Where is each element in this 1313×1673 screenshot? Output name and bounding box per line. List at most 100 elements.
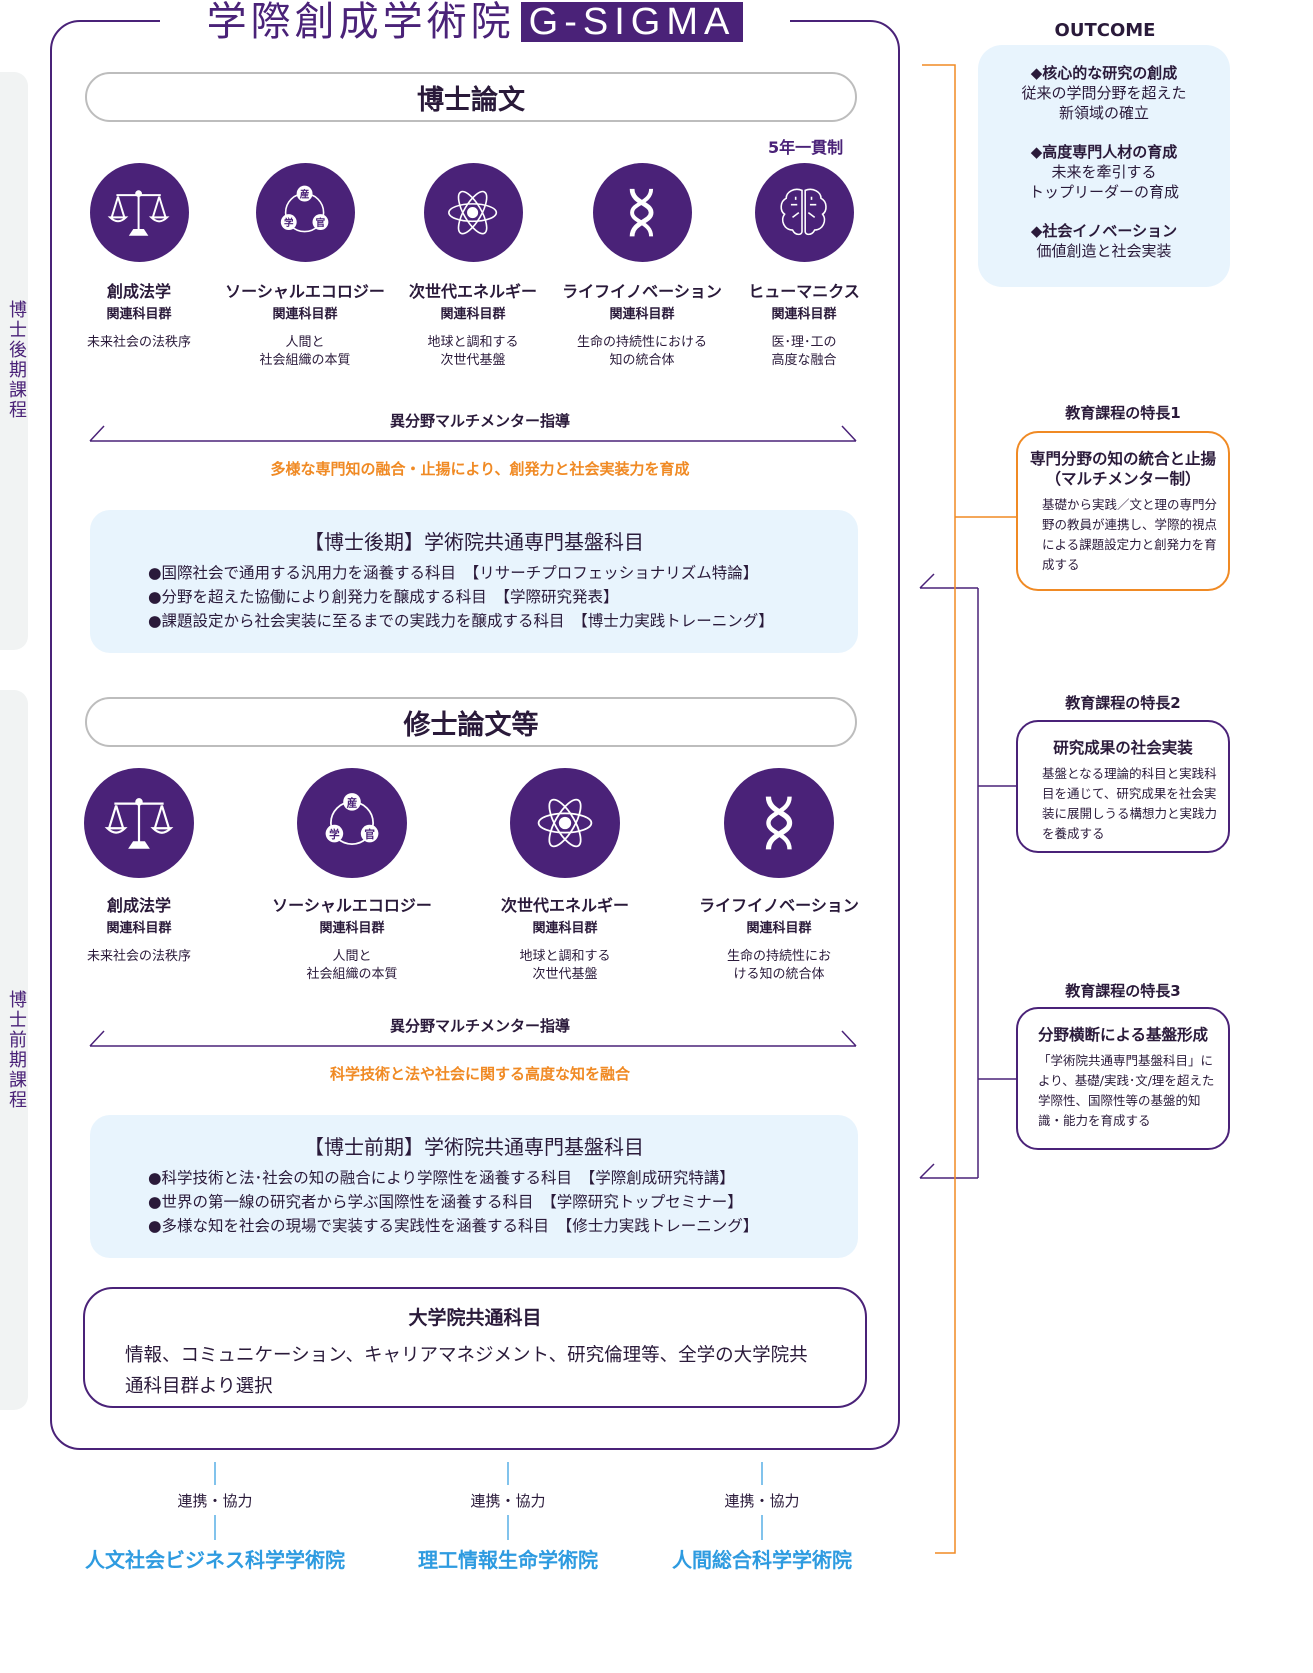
feature-desc: 「学術院共通専門基盤科目」により、基礎/実践･文/理を超えた学際性、国際性等の基… xyxy=(1038,1053,1215,1128)
mentor-bracket-doctoral xyxy=(89,425,857,442)
outcome-desc: 価値創造と社会実装 xyxy=(1036,242,1172,260)
outcome-desc: 従来の学問分野を超えた 新領域の確立 xyxy=(1021,84,1187,122)
feature-title: 研究成果の社会実装 xyxy=(1053,739,1193,757)
field-sub: 関連科目群 xyxy=(272,307,338,322)
field-title: 次世代エネルギー xyxy=(408,282,537,301)
box-title: 【博士後期】学術院共通専門基盤科目 xyxy=(304,530,644,554)
field-label: ソーシャルエコロジー関連科目群人間と 社会組織の本質 xyxy=(220,278,390,370)
orange-bracket xyxy=(922,64,1016,1554)
outcome-title: ◆社会イノベーション xyxy=(1030,222,1178,240)
feature-desc: 基盤となる理論的科目と実践科目を通じて、研究成果を社会実装に展開しうる構想力と実… xyxy=(1042,766,1218,841)
masters-sidebar xyxy=(0,690,28,1410)
field-label: ソーシャルエコロジー関連科目群人間と 社会組織の本質 xyxy=(267,892,437,984)
outcome-title: ◆高度専門人材の育成 xyxy=(1030,143,1178,161)
field-title: ヒューマニクス xyxy=(748,282,860,301)
doctoral-thesis-pill: 博士論文 xyxy=(85,72,857,122)
goal-text: 多様な専門知の融合・止揚により、創発力と社会実装力を育成 xyxy=(270,460,690,478)
feature-desc: 基礎から実践／文と理の専門分野の教員が連携し、学際的視点による課題設定力と創発力… xyxy=(1042,497,1218,572)
field-title: ソーシャルエコロジー xyxy=(225,282,385,301)
svg-text:官: 官 xyxy=(364,828,375,841)
title-en-logo: G-SIGMA xyxy=(520,2,744,42)
svg-text:産: 産 xyxy=(300,188,310,200)
field-sub: 関連科目群 xyxy=(609,307,675,322)
outcome-heading: OUTCOME xyxy=(1054,20,1156,41)
field-desc: 医･理･工の 高度な融合 xyxy=(771,335,837,368)
svg-text:産: 産 xyxy=(347,796,358,809)
field-label: 次世代エネルギー関連科目群地球と調和する 次世代基盤 xyxy=(388,278,558,370)
list-item: ●国際社会で通用する汎用力を涵養する科目 【リサーチプロフェッショナリズム特論】 xyxy=(148,564,759,582)
field-desc: 未来社会の法秩序 xyxy=(86,335,191,350)
field-desc: 地球と調和する 次世代基盤 xyxy=(519,949,611,982)
dna-icon xyxy=(592,163,692,262)
field-desc: 生命の持続性における 知の統合体 xyxy=(576,335,707,368)
collab-label: 連携・協力 xyxy=(724,1492,800,1510)
field-desc: 人間と 社会組織の本質 xyxy=(306,949,398,982)
list-item: ●多様な知を社会の現場で実装する実践性を涵養する科目 【修士力実践トレーニング】 xyxy=(148,1217,759,1235)
atom-icon xyxy=(510,768,620,878)
outcome-title: ◆核心的な研究の創成 xyxy=(1030,64,1178,82)
outcome-desc: 未来を牽引する トップリーダーの育成 xyxy=(1028,163,1179,201)
collab-label: 連携・協力 xyxy=(177,1492,253,1510)
field-sub: 関連科目群 xyxy=(746,921,812,936)
field-title: ライフイノベーション xyxy=(699,896,859,915)
feature-3-box: 分野横断による基盤形成 「学術院共通専門基盤科目」により、基礎/実践･文/理を超… xyxy=(1016,1007,1230,1150)
feature-title: 専門分野の知の統合と止揚 （マルチメンター制） xyxy=(1029,450,1216,488)
doctoral-sidebar xyxy=(0,72,28,650)
field-label: ライフイノベーション関連科目群生命の持続性における 知の統合体 xyxy=(557,278,727,370)
mentor-label: 異分野マルチメンター指導 xyxy=(389,1017,570,1035)
feature-2-label: 教育課程の特長2 xyxy=(1065,694,1181,712)
mentor-bracket-masters xyxy=(89,1030,857,1047)
field-sub: 関連科目群 xyxy=(106,307,172,322)
goal-text: 科学技術と法や社会に関する高度な知を融合 xyxy=(329,1065,630,1083)
field-label: 創成法学関連科目群未来社会の法秩序 xyxy=(54,278,224,352)
page-title: 学際創成学術院 G-SIGMA xyxy=(160,0,790,44)
masters-thesis-pill: 修士論文等 xyxy=(85,697,857,747)
field-sub: 関連科目群 xyxy=(106,921,172,936)
five-year-label: 5年一貫制 xyxy=(768,138,844,157)
field-label: ライフイノベーション関連科目群生命の持続性にお ける知の統合体 xyxy=(694,892,864,984)
field-sub: 関連科目群 xyxy=(771,307,837,322)
feature-3-label: 教育課程の特長3 xyxy=(1065,982,1181,1000)
list-item: ●科学技術と法･社会の知の融合により学際性を涵養する科目 【学際創成研究特講】 xyxy=(148,1169,735,1187)
field-desc: 人間と 社会組織の本質 xyxy=(259,335,351,368)
dna-icon xyxy=(724,768,834,878)
doctoral-label: 博士後期課程 xyxy=(6,300,27,420)
collab-label: 連携・協力 xyxy=(470,1492,546,1510)
field-label: ヒューマニクス関連科目群医･理･工の 高度な融合 xyxy=(719,278,889,370)
feature-1-label: 教育課程の特長1 xyxy=(1065,404,1181,422)
field-title: ライフイノベーション xyxy=(562,282,722,301)
feature-1-box: 専門分野の知の統合と止揚 （マルチメンター制） 基礎から実践／文と理の専門分野の… xyxy=(1016,431,1230,591)
list-item: ●分野を超えた協働により創発力を醸成する科目 【学際研究発表】 xyxy=(148,588,619,606)
field-sub: 関連科目群 xyxy=(440,307,506,322)
svg-text:官: 官 xyxy=(316,217,326,229)
school-human-sciences: 人間総合科学学術院 xyxy=(672,1548,852,1572)
title-jp: 学際創成学術院 xyxy=(206,0,515,45)
svg-text:学: 学 xyxy=(284,217,294,229)
collab-lines xyxy=(214,1462,763,1540)
field-sub: 関連科目群 xyxy=(319,921,385,936)
field-title: 創成法学 xyxy=(106,896,171,915)
scales-icon xyxy=(84,768,194,878)
feature-title: 分野横断による基盤形成 xyxy=(1037,1026,1209,1044)
grad-common-title: 大学院共通科目 xyxy=(408,1307,542,1329)
box-title: 【博士前期】学術院共通専門基盤科目 xyxy=(304,1135,644,1159)
brain-icon xyxy=(754,163,854,262)
field-sub: 関連科目群 xyxy=(532,921,598,936)
mentor-label: 異分野マルチメンター指導 xyxy=(389,412,570,430)
svg-text:学: 学 xyxy=(329,828,340,841)
masters-label: 博士前期課程 xyxy=(6,990,27,1110)
doctoral-common-box: 【博士後期】学術院共通専門基盤科目 ●国際社会で通用する汎用力を涵養する科目 【… xyxy=(90,510,858,653)
field-desc: 生命の持続性にお ける知の統合体 xyxy=(726,949,831,982)
atom-icon xyxy=(423,163,523,262)
outcome-box: ◆核心的な研究の創成 従来の学問分野を超えた 新領域の確立 ◆高度専門人材の育成… xyxy=(978,45,1230,287)
triangle-network-icon: 産学 官 xyxy=(255,163,355,262)
masters-common-box: 【博士前期】学術院共通専門基盤科目 ●科学技術と法･社会の知の融合により学際性を… xyxy=(90,1115,858,1258)
field-title: 創成法学 xyxy=(106,282,171,301)
field-label: 創成法学関連科目群未来社会の法秩序 xyxy=(54,892,224,966)
field-desc: 未来社会の法秩序 xyxy=(86,949,191,964)
feature-2-box: 研究成果の社会実装 基盤となる理論的科目と実践科目を通じて、研究成果を社会実装に… xyxy=(1016,720,1230,853)
field-title: ソーシャルエコロジー xyxy=(272,896,432,915)
purple-bracket xyxy=(919,573,1016,1179)
school-humanities: 人文社会ビジネス科学学術院 xyxy=(85,1548,345,1572)
grad-common-text: 情報、コミュニケーション、キャリアマネジメント、研究倫理等、全学の大学院共通科目… xyxy=(125,1345,808,1397)
